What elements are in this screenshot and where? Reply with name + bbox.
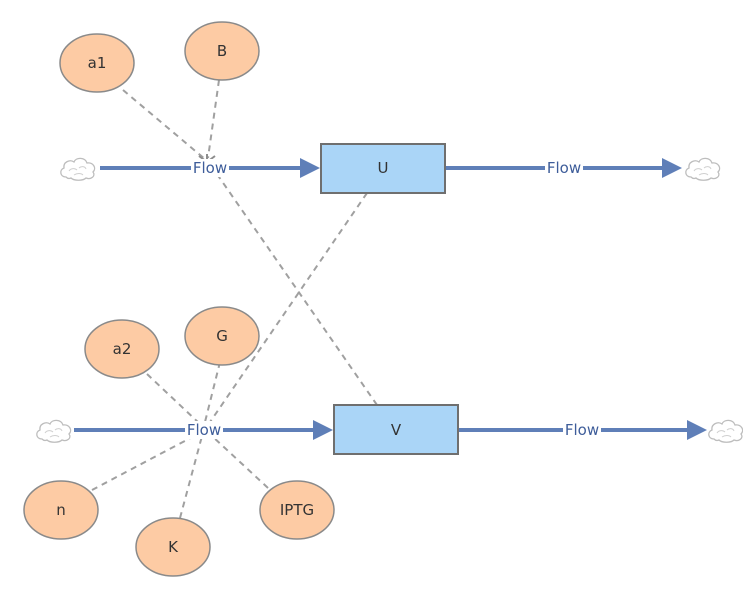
- flow-label-v-in: Flow: [185, 421, 223, 439]
- variable-k[interactable]: K: [135, 517, 211, 577]
- variable-n-label: n: [56, 501, 66, 519]
- link-n-to-v-in-valve: [91, 433, 199, 491]
- cloud-icon: [60, 157, 96, 181]
- flow-label-u-in: Flow: [191, 159, 229, 177]
- variable-g[interactable]: G: [184, 306, 260, 366]
- stock-u[interactable]: U: [320, 143, 446, 194]
- flow-label-v-out: Flow: [563, 421, 601, 439]
- link-u-to-v-in-valve: [207, 192, 368, 426]
- variable-iptg-label: IPTG: [280, 501, 314, 519]
- variable-a2-label: a2: [113, 340, 132, 358]
- stock-v-label: V: [391, 421, 402, 439]
- flow-label-text: Flow: [193, 159, 227, 177]
- variable-k-label: K: [168, 538, 179, 556]
- link-k-to-v-in-valve: [179, 435, 203, 519]
- variable-n[interactable]: n: [23, 480, 99, 540]
- variable-a1[interactable]: a1: [59, 33, 135, 93]
- variable-g-label: G: [216, 327, 228, 345]
- stock-u-label: U: [378, 159, 389, 177]
- link-g-to-v-in-valve: [204, 361, 221, 423]
- cloud-icon: [708, 419, 743, 443]
- flow-label-u-out: Flow: [545, 159, 583, 177]
- flow-label-text: Flow: [187, 421, 221, 439]
- info-links: [91, 79, 378, 519]
- variable-a1-label: a1: [88, 54, 107, 72]
- cloud-icon: [685, 157, 721, 181]
- link-a1-to-u-in-valve: [122, 89, 207, 161]
- link-a2-to-v-in-valve: [146, 373, 201, 425]
- link-iptg-to-v-in-valve: [211, 435, 269, 489]
- flow-label-text: Flow: [565, 421, 599, 439]
- variable-iptg[interactable]: IPTG: [259, 480, 335, 540]
- link-b-to-u-in-valve: [207, 79, 220, 159]
- flows: [74, 158, 707, 440]
- stock-v[interactable]: V: [333, 404, 459, 455]
- cloud-icon: [36, 419, 72, 443]
- variable-b-label: B: [217, 42, 227, 60]
- variable-b[interactable]: B: [184, 21, 260, 81]
- link-v-to-u-in-valve: [209, 163, 378, 406]
- variable-a2[interactable]: a2: [84, 319, 160, 379]
- flow-label-text: Flow: [547, 159, 581, 177]
